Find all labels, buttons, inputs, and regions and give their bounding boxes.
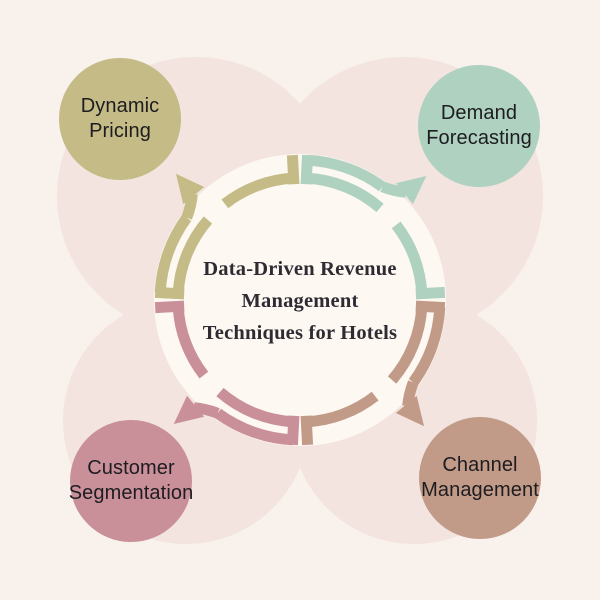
diagram-title-line-1: Data-Driven Revenue [203,258,397,280]
node-dynamic-pricing-label-line-1: Dynamic [80,95,160,117]
center-circle [154,154,446,446]
node-demand-forecasting-label-line-2: Forecasting [426,127,532,149]
node-demand-forecasting: Demand Forecasting [418,65,540,187]
diagram-title-line-3: Techniques for Hotels [202,322,398,344]
node-demand-forecasting-label-line-1: Demand [440,102,518,124]
diagram-title-line-2: Management [241,290,359,312]
node-customer-segmentation-label-line-1: Customer [87,457,175,479]
diagram-title: Data-Driven Revenue Management Technique… [170,253,430,349]
node-channel-management: Channel Management [419,417,541,539]
node-channel-management-label-line-2: Management [421,479,539,501]
node-dynamic-pricing-label-line-2: Pricing [89,120,151,142]
node-customer-segmentation-label-line-2: Segmentation [68,482,194,504]
node-dynamic-pricing: Dynamic Pricing [59,58,181,180]
node-customer-segmentation: Customer Segmentation [68,420,194,542]
node-channel-management-label-line-1: Channel [442,454,518,476]
